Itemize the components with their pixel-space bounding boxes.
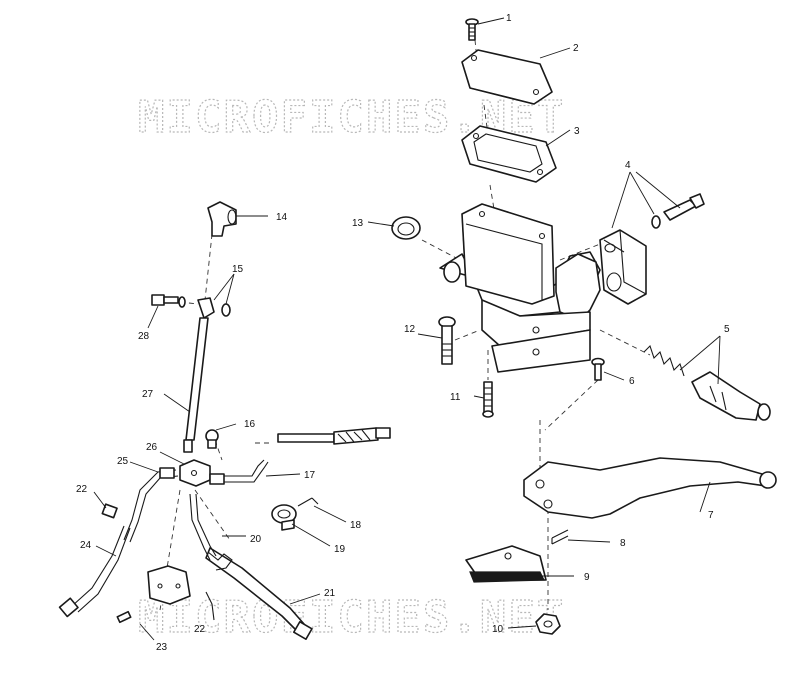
callout-22-bottom: 22 bbox=[194, 624, 206, 635]
callout-14: 14 bbox=[276, 212, 288, 223]
callout-28: 28 bbox=[138, 331, 150, 342]
callout-5: 5 bbox=[724, 324, 730, 335]
callout-23: 23 bbox=[156, 642, 168, 653]
callout-9: 9 bbox=[584, 572, 590, 583]
callout-12: 12 bbox=[404, 324, 416, 335]
part-block-26 bbox=[179, 459, 211, 487]
callout-8: 8 bbox=[620, 538, 626, 549]
callout-10: 10 bbox=[492, 624, 504, 635]
callout-labels: 1 2 3 4 5 6 7 8 9 10 11 12 13 14 15 16 1… bbox=[76, 13, 730, 653]
callout-1: 1 bbox=[506, 13, 512, 24]
callout-20: 20 bbox=[250, 534, 262, 545]
callout-25: 25 bbox=[117, 456, 129, 467]
callout-11: 11 bbox=[450, 392, 461, 403]
part-hose-24 bbox=[58, 503, 131, 618]
watermark-bottom: MICROFICHES.NET bbox=[138, 592, 565, 643]
callout-3: 3 bbox=[574, 126, 580, 137]
callout-4: 4 bbox=[625, 160, 631, 171]
part-banjo-bolt-28 bbox=[151, 294, 179, 306]
part-fitting-16 bbox=[205, 429, 219, 449]
callout-26: 26 bbox=[146, 442, 158, 453]
leader-lines bbox=[93, 17, 721, 641]
callout-21: 21 bbox=[324, 588, 336, 599]
part-nut-10 bbox=[535, 613, 561, 635]
callout-7: 7 bbox=[708, 510, 714, 521]
part-clip-18 bbox=[297, 497, 319, 507]
assembly-axes bbox=[159, 39, 651, 611]
part-reservoir-cover bbox=[461, 49, 553, 105]
callout-27: 27 bbox=[142, 389, 154, 400]
part-brake-line bbox=[277, 427, 391, 445]
part-hose-25 bbox=[123, 467, 179, 543]
part-hose-21 bbox=[205, 547, 313, 640]
part-pin-8 bbox=[551, 529, 569, 545]
part-piston-spring-5 bbox=[643, 344, 771, 421]
callout-2: 2 bbox=[573, 43, 579, 54]
callout-6: 6 bbox=[629, 376, 635, 387]
part-washers-15 bbox=[178, 296, 231, 317]
part-grommet-plate bbox=[147, 565, 191, 605]
part-hose-20 bbox=[189, 493, 233, 571]
part-boot-ring bbox=[391, 216, 421, 240]
part-tube-17 bbox=[209, 459, 269, 485]
part-clip-22b bbox=[205, 591, 215, 621]
part-clamp-19 bbox=[271, 504, 297, 531]
callout-15: 15 bbox=[232, 264, 244, 275]
part-brake-lever-7 bbox=[523, 457, 777, 519]
callout-22-left: 22 bbox=[76, 484, 88, 495]
callout-13: 13 bbox=[352, 218, 364, 229]
callout-17: 17 bbox=[304, 470, 316, 481]
part-diaphragm bbox=[461, 125, 557, 183]
part-hose-27 bbox=[183, 297, 215, 453]
part-elbow-14 bbox=[207, 201, 237, 237]
part-bolt-12 bbox=[438, 316, 456, 365]
part-bracket-9 bbox=[465, 545, 547, 583]
part-bolt-11 bbox=[482, 381, 494, 418]
part-screw-1 bbox=[465, 18, 479, 41]
part-pivot-bolt-6 bbox=[591, 357, 605, 381]
callout-24: 24 bbox=[80, 540, 92, 551]
part-clamp-4 bbox=[599, 193, 705, 305]
part-master-cylinder-body bbox=[439, 203, 601, 373]
callout-19: 19 bbox=[334, 544, 346, 555]
callout-16: 16 bbox=[244, 419, 256, 430]
part-screw-23 bbox=[116, 610, 132, 624]
callout-18: 18 bbox=[350, 520, 362, 531]
